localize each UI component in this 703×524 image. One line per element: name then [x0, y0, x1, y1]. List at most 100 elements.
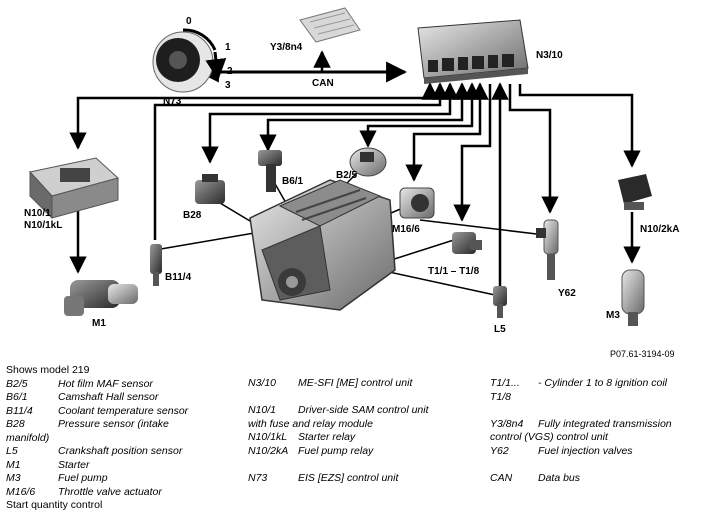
legend-description: Fuel pump relay [298, 444, 374, 457]
label-y62: Y62 [558, 288, 576, 299]
label-m1: M1 [92, 318, 106, 329]
legend-row: B6/1 Camshaft Hall sensor [6, 391, 188, 405]
legend-row [490, 404, 672, 418]
label-key-2: 2 [227, 66, 233, 77]
legend-description: ME-SFI [ME] control unit [298, 377, 413, 389]
figure-number: P07.61-3194-09 [610, 349, 675, 359]
m16-6-throttle-actuator [399, 187, 435, 219]
legend-description: EIS [EZS] control unit [298, 471, 399, 484]
legend-row: T1/1... - Cylinder 1 to 8 ignition coil [490, 377, 672, 391]
b2-5-maf-sensor [349, 147, 387, 177]
legend-description: Starter relay [298, 431, 356, 443]
label-m16-6: M16/6 [392, 224, 420, 235]
legend-row: N10/1kL Starter relay [248, 431, 429, 445]
legend-code: B2/5 [6, 377, 28, 390]
legend-row: N73 EIS [EZS] control unit [248, 472, 429, 486]
label-b28: B28 [183, 210, 202, 221]
legend-code [490, 458, 538, 472]
legend-description: manifold) [6, 431, 50, 444]
n3-10-control-unit [417, 19, 529, 84]
legend-row: CAN Data bus [490, 472, 672, 486]
legend-code: Y3/8n4 [490, 417, 524, 430]
legend-code [248, 391, 298, 405]
l5-crankshaft-sensor [493, 286, 507, 318]
legend-description: Data bus [538, 471, 581, 484]
legend-description: Camshaft Hall sensor [58, 391, 159, 403]
label-y3-8n4: Y3/8n4 [270, 42, 303, 53]
n10-2ka-relay [618, 174, 652, 210]
label-n10-2ka: N10/2kA [640, 224, 679, 235]
legend-code [490, 404, 538, 418]
y3-8n4-module [299, 7, 361, 43]
y62-injector [536, 219, 559, 280]
legend-code: M3 [6, 472, 21, 484]
label-t1: T1/1 – T1/8 [428, 266, 480, 277]
legend-description: Pressure sensor (intake [58, 418, 169, 430]
label-n3-10: N3/10 [536, 50, 563, 61]
legend-description: Fully integrated transmission [538, 417, 672, 430]
legend-description: Driver-side SAM control unit [298, 404, 429, 416]
label-can: CAN [312, 78, 334, 89]
n73-ignition-switch [152, 28, 227, 93]
n10-1-sam-module [29, 157, 120, 220]
m1-starter-motor [64, 280, 138, 316]
b6-1-camshaft-sensor [258, 150, 282, 192]
legend-description: - Cylinder 1 to 8 ignition coil [538, 377, 667, 389]
legend-description: Coolant temperature sensor [58, 404, 189, 417]
legend-code: B6/1 [6, 391, 28, 403]
legend-description: control (VGS) control unit [490, 431, 608, 443]
legend-description: Starter [58, 458, 90, 471]
signal-lines [69, 82, 641, 292]
label-n73: N73 [163, 96, 182, 107]
legend-code: N10/1kL [248, 431, 288, 443]
legend-description: Fuel pump [58, 472, 108, 484]
legend-code: M1 [6, 458, 21, 471]
legend-row: control (VGS) control unit [490, 431, 672, 445]
label-key-3: 3 [225, 80, 231, 91]
label-m3: M3 [606, 310, 620, 321]
legend-code: N10/2kA [248, 444, 289, 457]
legend-code: T1/8 [490, 390, 512, 403]
b11-4-coolant-sensor [150, 244, 162, 286]
legend-row [248, 391, 429, 405]
legend-row: M1 Starter [6, 459, 188, 473]
label-b11-4: B11/4 [165, 272, 192, 283]
legend-code: M16/6 [6, 485, 36, 498]
legend-code: Y62 [490, 444, 509, 457]
legend-description: Throttle valve actuator [58, 485, 162, 498]
legend-description: Fuel injection valves [538, 444, 633, 457]
legend-footer: Start quantity control [6, 499, 103, 511]
legend-row: B11/4 Coolant temperature sensor [6, 405, 188, 419]
engine-block [249, 179, 396, 311]
legend-row: M3 Fuel pump [6, 472, 188, 486]
legend-row: N10/2kA Fuel pump relay [248, 445, 429, 459]
legend-code: B28 [6, 418, 25, 430]
legend-code: N3/10 [248, 377, 277, 389]
legend-intro: Shows model 219 [6, 364, 90, 376]
legend-row: B28 Pressure sensor (intake [6, 418, 188, 432]
m3-fuel-pump [621, 269, 645, 326]
legend-code: B11/4 [6, 404, 33, 417]
legend-code: T1/1... [490, 377, 520, 389]
legend-code: N10/1 [248, 404, 277, 416]
legend-code: CAN [490, 471, 513, 484]
t1-ignition-coil [452, 232, 482, 254]
label-l5: L5 [494, 324, 506, 335]
legend-row: N10/1 Driver-side SAM control unit [248, 404, 429, 418]
legend-row: Y3/8n4 Fully integrated transmission [490, 418, 672, 432]
legend-row [490, 458, 672, 472]
legend-code: N73 [248, 471, 268, 484]
legend-code: L5 [6, 445, 18, 457]
legend-description: Hot film MAF sensor [58, 377, 153, 390]
legend-description: with fuse and relay module [248, 417, 373, 430]
legend-row: with fuse and relay module [248, 418, 429, 432]
legend-row: N3/10 ME-SFI [ME] control unit [248, 377, 429, 391]
legend-row: M16/6 Throttle valve actuator [6, 486, 188, 500]
legend-row [248, 458, 429, 472]
